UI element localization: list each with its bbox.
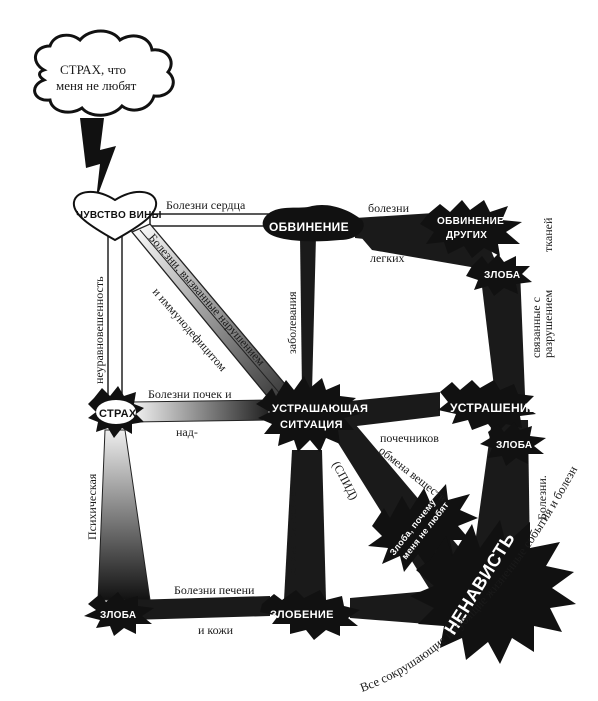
node-accusation-label: ОБВИНЕНИЕ xyxy=(269,220,349,234)
node-accusation: ОБВИНЕНИЕ xyxy=(262,204,364,242)
band-middle-vertical-bottom xyxy=(284,450,326,600)
node-situation-label-1: УСТРАШАЮЩАЯ xyxy=(272,403,368,415)
node-malice-top-label: ЗЛОБА xyxy=(484,270,520,281)
node-fear-label: СТРАХ xyxy=(99,408,137,420)
label-lung-1: болезни xyxy=(368,201,410,215)
band-right-vertical-top xyxy=(480,270,525,395)
node-embitterment-label: ЗЛОБЕНИЕ xyxy=(270,609,334,621)
fear-cloud: СТРАХ, что меня не любят xyxy=(33,29,175,117)
label-psychiatric: Психиатрические xyxy=(285,492,299,582)
node-malice-bottom: ЗЛОБА xyxy=(84,592,154,636)
node-intimidation: УСТРАШЕНИЕ xyxy=(438,380,537,434)
node-malice-mid-label: ЗЛОБА xyxy=(496,440,532,451)
band-guilt-accusation xyxy=(149,213,273,227)
label-tissue-2: связанные с xyxy=(529,297,543,358)
band-fear-situation xyxy=(131,399,269,423)
node-malice-bottom-label: ЗЛОБА xyxy=(100,610,136,621)
label-tissue-3: разрушением xyxy=(541,289,555,358)
label-kidney-1: Болезни почек и xyxy=(148,387,232,401)
node-accusing-others-label-1: ОБВИНЕНИЕ xyxy=(437,216,504,227)
node-embitterment: ЗЛОБЕНИЕ xyxy=(260,590,360,640)
node-intimidation-label: УСТРАШЕНИЕ xyxy=(450,401,537,415)
band-situation-intimidation xyxy=(340,392,440,428)
node-guilt-label: ЧУВСТВО ВИНЫ xyxy=(76,210,162,221)
node-malice-unloved: Злоба, почему меня не любят xyxy=(368,484,478,572)
band-bottom-horizontal xyxy=(130,596,270,620)
label-liver-1: Болезни печени xyxy=(174,583,255,597)
label-kidney-2: над- xyxy=(176,425,198,439)
label-tissue-1: тканей xyxy=(541,217,555,252)
cloud-line-2: меня не любят xyxy=(56,78,137,93)
label-instability: неуравновешенность xyxy=(92,276,106,384)
node-malice-top: ЗЛОБА xyxy=(466,254,532,296)
node-frightening-situation: УСТРАШАЮЩАЯ СИТУАЦИЯ xyxy=(256,376,368,452)
label-liver-2: и кожи xyxy=(198,623,234,637)
band-left-vertical-top xyxy=(107,234,123,399)
band-middle-vertical-top xyxy=(300,236,316,392)
label-diseases-right: Болезни. xyxy=(535,475,549,520)
node-accusing-others-label-2: ДРУГИХ xyxy=(446,230,487,241)
node-fear: СТРАХ xyxy=(88,386,144,438)
label-lung-2: легких xyxy=(370,251,405,265)
band-others-malice xyxy=(360,236,500,272)
lightning-bolt-icon xyxy=(80,118,116,200)
label-kidney-3: почечников xyxy=(380,431,439,445)
label-heart-disease: Болезни сердца xyxy=(166,198,246,212)
band-left-vertical-bottom xyxy=(97,429,151,601)
node-accusing-others: ОБВИНЕНИЕ ДРУГИХ xyxy=(420,200,522,258)
node-guilt: ЧУВСТВО ВИНЫ xyxy=(72,191,162,242)
label-diseases-vertical: заболевания xyxy=(285,291,299,354)
node-situation-label-2: СИТУАЦИЯ xyxy=(280,419,343,431)
label-psychic: Психическая xyxy=(85,473,99,540)
cloud-line-1: СТРАХ, что xyxy=(60,62,126,77)
node-malice-mid: ЗЛОБА xyxy=(480,422,546,466)
